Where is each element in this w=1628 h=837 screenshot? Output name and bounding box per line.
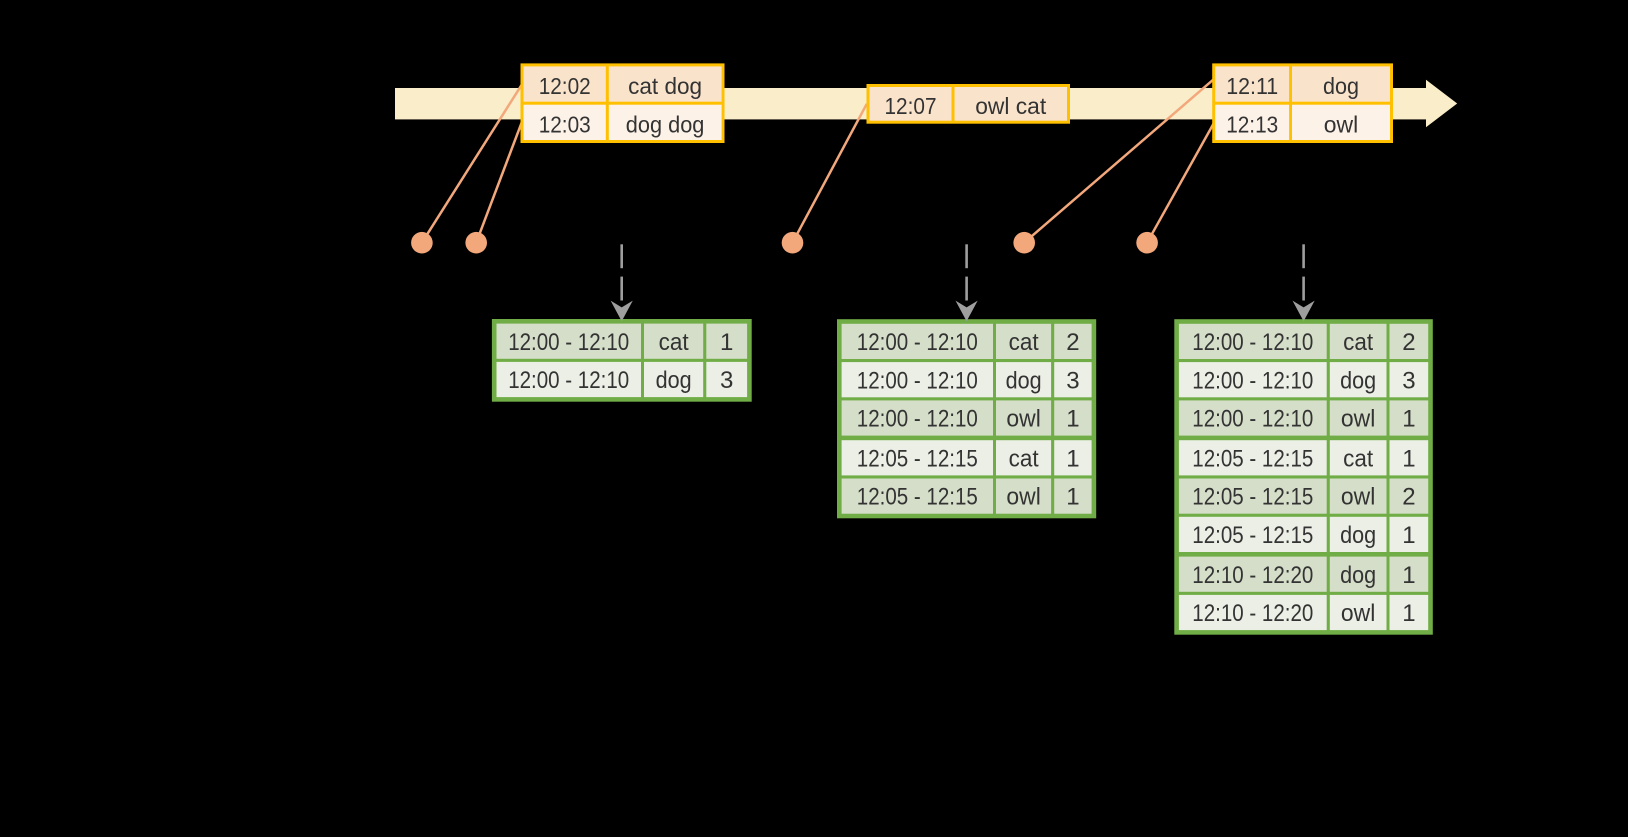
svg-text:1: 1 [1402,562,1415,589]
svg-text:12:00 - 12:10: 12:00 - 12:10 [1192,329,1313,356]
svg-text:12:13: 12:13 [1226,111,1278,137]
svg-text:owl: owl [1006,484,1040,511]
svg-text:12:00 - 12:10: 12:00 - 12:10 [857,329,978,356]
svg-text:12:11: 12:11 [1226,73,1278,99]
svg-text:3: 3 [720,367,733,394]
svg-text:12:02: 12:02 [539,73,591,99]
svg-text:owl cat: owl cat [975,93,1046,119]
svg-text:dog: dog [1340,562,1376,589]
svg-text:12:00 - 12:10: 12:00 - 12:10 [508,329,629,356]
svg-text:cat: cat [659,329,689,356]
svg-text:12:00 - 12:10: 12:00 - 12:10 [508,367,629,394]
svg-text:12:00 - 12:10: 12:00 - 12:10 [1192,406,1313,433]
svg-text:12:10 - 12:20: 12:10 - 12:20 [1192,562,1313,589]
svg-text:1: 1 [1066,445,1079,472]
svg-text:12:05 - 12:15: 12:05 - 12:15 [857,484,978,511]
svg-text:1: 1 [1402,600,1415,627]
svg-text:cat: cat [1343,445,1373,472]
svg-text:cat: cat [1009,445,1039,472]
svg-text:12:00 - 12:10: 12:00 - 12:10 [857,367,978,394]
svg-text:dog: dog [656,367,692,394]
svg-text:dog: dog [1340,367,1376,394]
svg-text:12:05 - 12:15: 12:05 - 12:15 [1192,445,1313,472]
svg-text:dog: dog [1340,522,1376,549]
svg-text:owl: owl [1341,406,1375,433]
svg-text:dog: dog [1323,73,1359,99]
svg-text:12:05 - 12:15: 12:05 - 12:15 [1192,522,1313,549]
svg-text:3: 3 [1402,367,1415,394]
svg-text:2: 2 [1402,484,1415,511]
svg-text:cat: cat [1343,329,1373,356]
svg-text:1: 1 [1402,406,1415,433]
svg-text:owl: owl [1341,600,1375,627]
svg-text:1: 1 [1402,522,1415,549]
svg-text:2: 2 [1402,329,1415,356]
svg-text:1: 1 [1402,445,1415,472]
svg-text:owl: owl [1006,406,1040,433]
svg-text:cat dog: cat dog [628,73,702,99]
svg-text:1: 1 [720,329,733,356]
svg-text:2: 2 [1066,329,1079,356]
svg-text:12:00 - 12:10: 12:00 - 12:10 [857,406,978,433]
svg-text:12:03: 12:03 [539,111,591,137]
svg-text:1: 1 [1066,484,1079,511]
svg-text:12:05 - 12:15: 12:05 - 12:15 [1192,484,1313,511]
svg-text:12:10 - 12:20: 12:10 - 12:20 [1192,600,1313,627]
svg-text:cat: cat [1009,329,1039,356]
svg-text:12:07: 12:07 [885,93,937,119]
svg-text:12:00 - 12:10: 12:00 - 12:10 [1192,367,1313,394]
svg-text:1: 1 [1066,406,1079,433]
svg-text:dog: dog [1006,367,1042,394]
svg-text:owl: owl [1324,111,1358,137]
svg-text:dog dog: dog dog [626,111,705,137]
svg-text:12:05 - 12:15: 12:05 - 12:15 [857,445,978,472]
svg-text:owl: owl [1341,484,1375,511]
svg-text:3: 3 [1066,367,1079,394]
